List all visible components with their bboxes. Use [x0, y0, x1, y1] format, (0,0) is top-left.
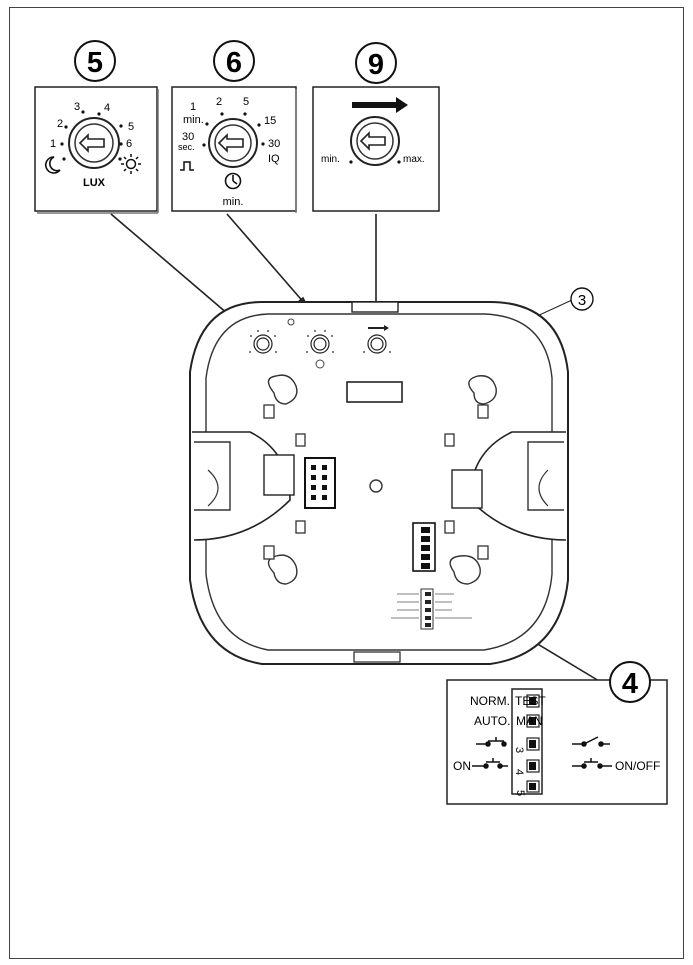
svg-text:9: 9	[368, 49, 384, 81]
svg-text:min.: min.	[321, 154, 340, 165]
svg-text:1: 1	[190, 101, 196, 113]
svg-text:30: 30	[182, 131, 194, 143]
clock-icon	[224, 172, 242, 190]
arrow-left-icon	[78, 133, 105, 153]
svg-text:min.: min.	[223, 196, 244, 208]
svg-text:NORM.: NORM.	[470, 694, 510, 708]
arrow-left-icon	[217, 133, 244, 153]
pushbutton-onoff-icon	[572, 758, 612, 769]
range-dial-panel: min. max.	[312, 86, 440, 212]
svg-text:ON: ON	[453, 759, 471, 773]
svg-text:6: 6	[226, 47, 242, 79]
svg-text:4: 4	[622, 668, 638, 700]
callout-5: 5	[74, 40, 116, 82]
svg-text:TEST: TEST	[515, 694, 546, 708]
svg-text:ON/OFF: ON/OFF	[615, 759, 660, 773]
svg-text:4: 4	[513, 769, 525, 775]
svg-text:sec.: sec.	[178, 142, 195, 152]
svg-text:3: 3	[74, 101, 80, 113]
dip-switch-5[interactable]	[526, 780, 540, 793]
svg-text:min.: min.	[183, 114, 204, 126]
time-dial-knob[interactable]	[208, 118, 258, 168]
pushbutton-icon	[472, 758, 508, 769]
arrow-right-icon	[352, 97, 408, 113]
svg-text:4: 4	[104, 102, 110, 114]
dip-switch-4[interactable]	[526, 759, 540, 773]
page-frame	[9, 7, 684, 959]
callout-4	[609, 661, 651, 703]
switch-closed-icon	[476, 737, 507, 747]
svg-text:LUX: LUX	[83, 177, 106, 189]
switch-open-icon	[572, 736, 610, 747]
svg-text:IQ: IQ	[268, 153, 280, 165]
svg-text:max.: max.	[403, 154, 425, 165]
lux-dial-knob[interactable]	[68, 117, 120, 169]
sensor-base	[189, 301, 569, 665]
lux-dial-panel: 2 3 4 5 6 1 LUX	[34, 86, 159, 214]
svg-text:15: 15	[264, 115, 276, 127]
callout-6: 6	[213, 40, 255, 82]
svg-text:MAN: MAN	[516, 714, 543, 728]
svg-text:2: 2	[216, 96, 222, 108]
pulse-icon	[180, 161, 194, 171]
svg-text:6: 6	[126, 138, 132, 150]
callout-3: 3	[570, 287, 594, 311]
dip-switch-1[interactable]	[526, 694, 540, 708]
arrow-left-icon	[359, 131, 386, 151]
svg-text:5: 5	[243, 96, 249, 108]
svg-text:3: 3	[513, 747, 525, 753]
svg-text:2: 2	[57, 118, 63, 130]
moon-icon	[45, 156, 61, 174]
svg-text:3: 3	[578, 292, 586, 309]
time-dial-panel: 1 min. 2 5 15 30 sec. 30 IQ min.	[171, 86, 297, 213]
svg-text:AUTO.: AUTO.	[474, 714, 510, 728]
sun-icon	[121, 154, 141, 174]
svg-text:30: 30	[268, 138, 280, 150]
svg-text:5: 5	[514, 790, 526, 796]
dip-switch-panel: 4 NORM. TEST	[446, 661, 668, 805]
svg-text:1: 1	[50, 138, 56, 150]
svg-text:5: 5	[87, 47, 103, 79]
svg-text:5: 5	[128, 121, 134, 133]
dip-switch-2[interactable]	[526, 714, 540, 728]
dip-switch-3[interactable]	[526, 737, 540, 751]
range-dial-knob[interactable]	[350, 116, 400, 166]
callout-9: 9	[355, 42, 397, 84]
